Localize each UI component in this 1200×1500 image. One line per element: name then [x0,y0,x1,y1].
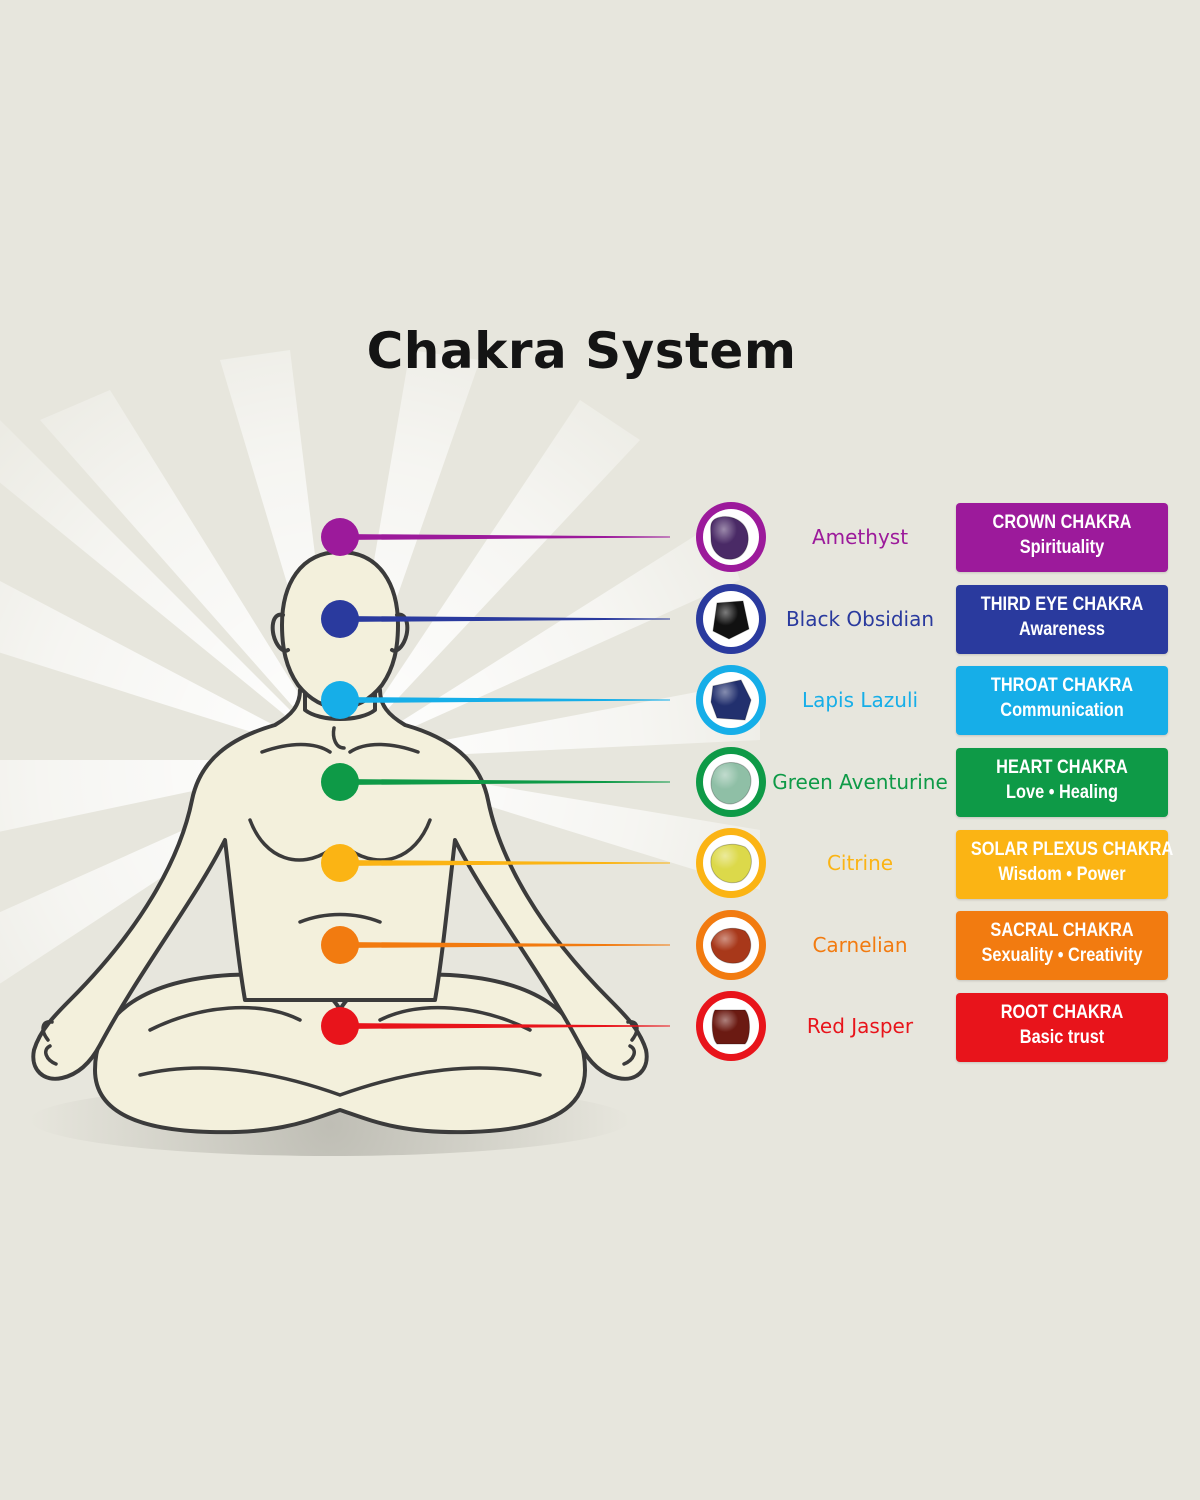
chakra-meaning: Basic trust [1019,1027,1105,1048]
chakra-dot [321,600,359,638]
chakra-card: THIRD EYE CHAKRA Awareness [956,585,1168,654]
gemstone-icon [711,1009,750,1045]
chakra-name: HEART CHAKRA [996,757,1128,778]
sunburst-rays [0,350,760,984]
chakra-meaning: Awareness [1019,619,1105,640]
chakra-card: SOLAR PLEXUS CHAKRA Wisdom • Power [956,830,1174,899]
gemstone-icon [710,762,752,805]
chakra-name: SOLAR PLEXUS CHAKRA [970,839,1174,860]
connector-line [340,942,670,948]
chakra-connectors [321,518,670,1045]
gemstone-shine [710,516,749,560]
chakra-meaning: Sexuality • Creativity [981,945,1143,966]
chakra-meaning: Communication [1000,700,1124,721]
chakra-name: SACRAL CHAKRA [990,920,1134,941]
chakra-name: THIRD EYE CHAKRA [980,594,1144,615]
gemstone-shine [710,844,752,883]
chakra-card: HEART CHAKRA Love • Healing [956,748,1168,817]
connector-line [340,1023,670,1029]
chakra-dot [321,763,359,801]
stone-label: Red Jasper [806,1014,914,1038]
meditating-figure [31,550,649,1135]
chakra-meaning: Love • Healing [1006,782,1118,803]
chakra-meaning: Wisdom • Power [998,864,1126,885]
gemstone-icon [710,927,752,964]
chakra-name: THROAT CHAKRA [990,675,1134,696]
gemstone-shine [711,680,751,720]
page-title: Chakra System [366,322,797,380]
chakra-meaning: Spirituality [1019,537,1105,558]
gemstone-icons [696,502,766,1061]
chakra-card: THROAT CHAKRA Communication [956,666,1168,735]
gemstone-icon [712,600,750,640]
gemstone-icon [710,843,752,884]
chakra-dot [321,681,359,719]
stone-label: Citrine [826,851,894,875]
stone-label: Black Obsidian [785,607,935,631]
stone-label: Lapis Lazuli [801,688,919,712]
stone-label: Green Aventurine [772,770,948,794]
chakra-name: CROWN CHAKRA [992,512,1132,533]
chakra-dot [321,926,359,964]
chakra-card: SACRAL CHAKRA Sexuality • Creativity [956,911,1168,980]
gemstone-shine [713,601,749,639]
connector-line [340,534,670,540]
gemstone-icon [710,516,749,560]
chakra-dot [321,1007,359,1045]
connector-line [340,697,670,703]
chakra-name: ROOT CHAKRA [1000,1002,1124,1023]
gemstone-icon [710,679,752,721]
connector-line [340,779,670,785]
chakra-dot [321,518,359,556]
body-contours [41,726,639,1097]
gemstone-shine [712,1010,750,1044]
chakra-card: ROOT CHAKRA Basic trust [956,993,1168,1062]
connector-line [340,616,670,622]
gemstone-shine [711,762,751,804]
gemstone-shine [711,928,751,964]
stone-label: Carnelian [812,933,908,957]
chakra-card: CROWN CHAKRA Spirituality [956,503,1168,572]
connector-line [340,860,670,866]
stone-label: Amethyst [811,525,909,549]
chakra-dot [321,844,359,882]
